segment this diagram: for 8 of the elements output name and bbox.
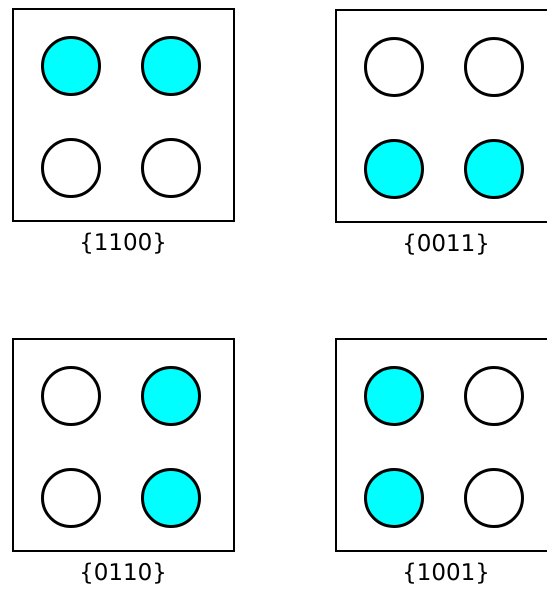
set-label: {1100} <box>79 230 167 256</box>
square-frame <box>12 338 235 552</box>
square-frame <box>335 9 547 223</box>
set-label: {1001} <box>402 560 490 586</box>
set-label: {0110} <box>79 560 167 586</box>
square-frame <box>12 8 235 222</box>
set-label: {0011} <box>402 231 490 257</box>
square-frame <box>335 338 547 552</box>
